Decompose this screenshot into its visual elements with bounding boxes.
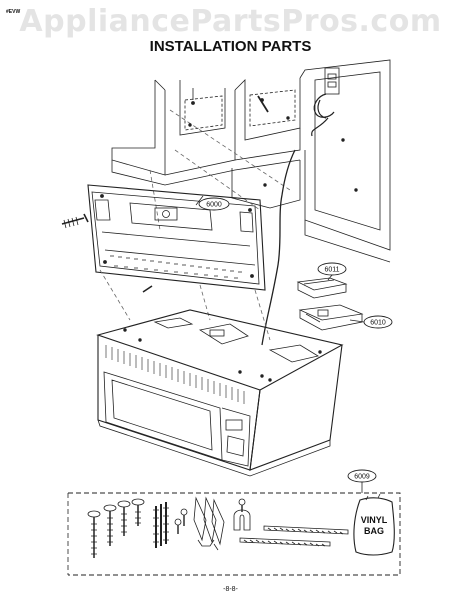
callout-6009: 6009 [347,469,377,483]
callout-6011: 6011 [317,262,347,276]
cord-clamp-icon [233,498,251,531]
plate-screw [61,213,89,229]
toggle-bolts-icon [153,502,169,548]
vinyl-bag-label-line1: VINYL [361,515,388,525]
mounting-plate [87,184,266,291]
upper-cabinet-template [296,277,348,299]
page-title: INSTALLATION PARTS [149,38,312,55]
watermark: AppliancePartsPros.com [19,4,442,39]
page-number: -8-8- [223,586,238,593]
vinyl-bag-label-line2: BAG [364,526,384,536]
power-cord [261,149,296,346]
toggle-wings-icon [193,496,225,551]
document-code: #EVW [6,9,21,15]
svg-text:6011: 6011 [324,267,339,274]
wood-screws-icon [87,498,145,558]
lower-cabinet-template [298,304,364,331]
wall-cabinets [111,59,391,263]
power-outlet [311,67,340,137]
svg-text:6009: 6009 [354,474,370,481]
microwave-oven [96,309,344,477]
callout-6010: 6010 [363,315,393,329]
callout-6000: 6000 [198,197,230,211]
vinyl-bag-icon [353,493,395,556]
hardware-kit-box [67,492,401,576]
svg-text:6010: 6010 [370,320,386,327]
small-screws-icon [174,508,188,534]
filler-strips-icon [239,525,349,547]
svg-text:6000: 6000 [206,202,222,209]
